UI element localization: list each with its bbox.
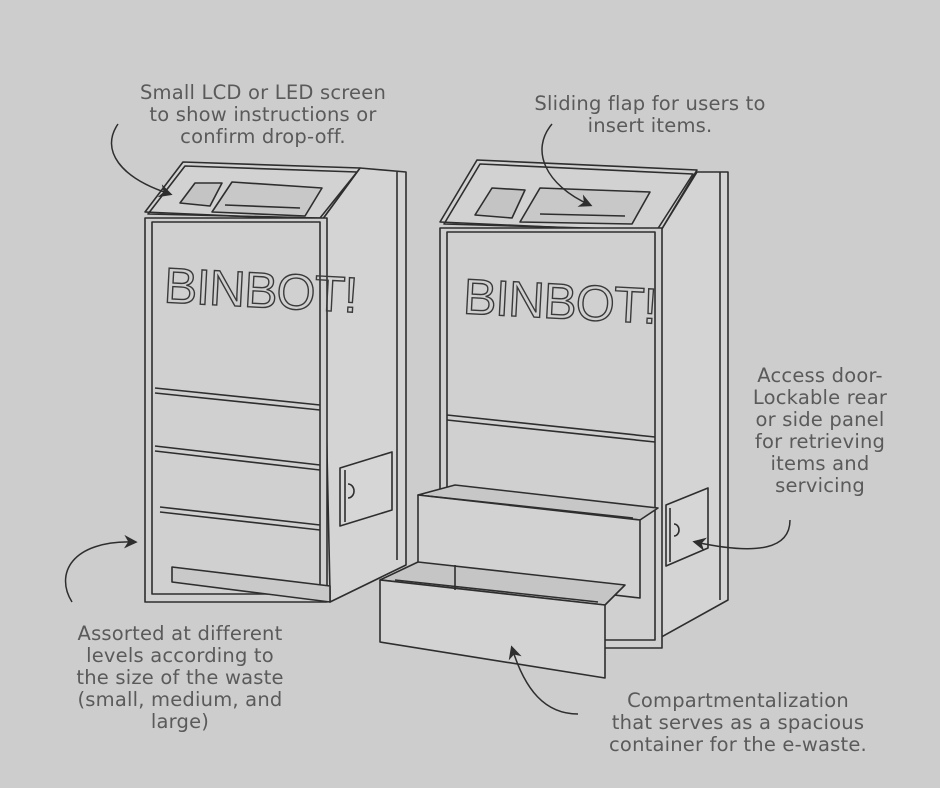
lcd-caption-line: confirm drop-off.	[180, 125, 346, 148]
flap-arrow	[541, 123, 593, 207]
assort-caption-line: Assorted at different	[77, 622, 283, 645]
comp-caption-line: that serves as a spacious	[611, 711, 865, 734]
assort-caption-line: large)	[150, 710, 210, 733]
lcd-caption-line: to show instructions or	[149, 103, 377, 126]
left-slot	[211, 181, 323, 217]
compartment-caption: Compartmentalization that serves as a sp…	[578, 690, 898, 756]
flap-caption: Sliding flap for users to insert items.	[500, 93, 800, 137]
right-slot	[519, 187, 651, 225]
lcd-arrow	[110, 123, 173, 198]
door-caption-line: items and	[770, 452, 870, 475]
door-caption-line: Lockable rear	[752, 386, 888, 409]
flap-caption-line: Sliding flap for users to	[534, 92, 766, 115]
assort-caption-line: levels according to	[86, 644, 274, 667]
door-caption-line: Access door-	[757, 364, 883, 387]
assort-caption-line: the size of the waste	[76, 666, 284, 689]
left-screen	[179, 182, 223, 207]
left-brand-text: BINBOT!	[163, 257, 359, 323]
left-side-panel	[321, 167, 407, 603]
access-door-caption: Access door- Lockable rear or side panel…	[730, 365, 910, 497]
door-caption-line: servicing	[775, 474, 865, 497]
assorted-levels-caption: Assorted at different levels according t…	[40, 623, 320, 733]
comp-arrow	[508, 645, 579, 715]
lcd-caption-line: Small LCD or LED screen	[139, 81, 387, 104]
annotation-arrows	[64, 123, 791, 715]
left-access-door	[339, 451, 393, 527]
lower-open-drawer	[379, 561, 626, 679]
right-screen	[474, 187, 526, 219]
binbot-right	[379, 159, 729, 679]
comp-caption-line: Compartmentalization	[627, 689, 849, 712]
assort-caption-line: (small, medium, and	[77, 688, 283, 711]
comp-caption-line: container for the e-waste.	[609, 733, 867, 756]
assort-arrow	[64, 534, 138, 603]
binbot-left	[144, 161, 407, 603]
door-arrow	[692, 519, 791, 551]
right-brand-text: BINBOT!	[462, 268, 658, 334]
right-side-panel	[655, 171, 729, 641]
left-front-panel	[144, 217, 328, 603]
lcd-caption: Small LCD or LED screen to show instruct…	[108, 82, 418, 148]
door-caption-line: or side panel	[755, 408, 885, 431]
door-caption-line: for retrieving	[754, 430, 886, 453]
flap-caption-line: insert items.	[587, 114, 713, 137]
